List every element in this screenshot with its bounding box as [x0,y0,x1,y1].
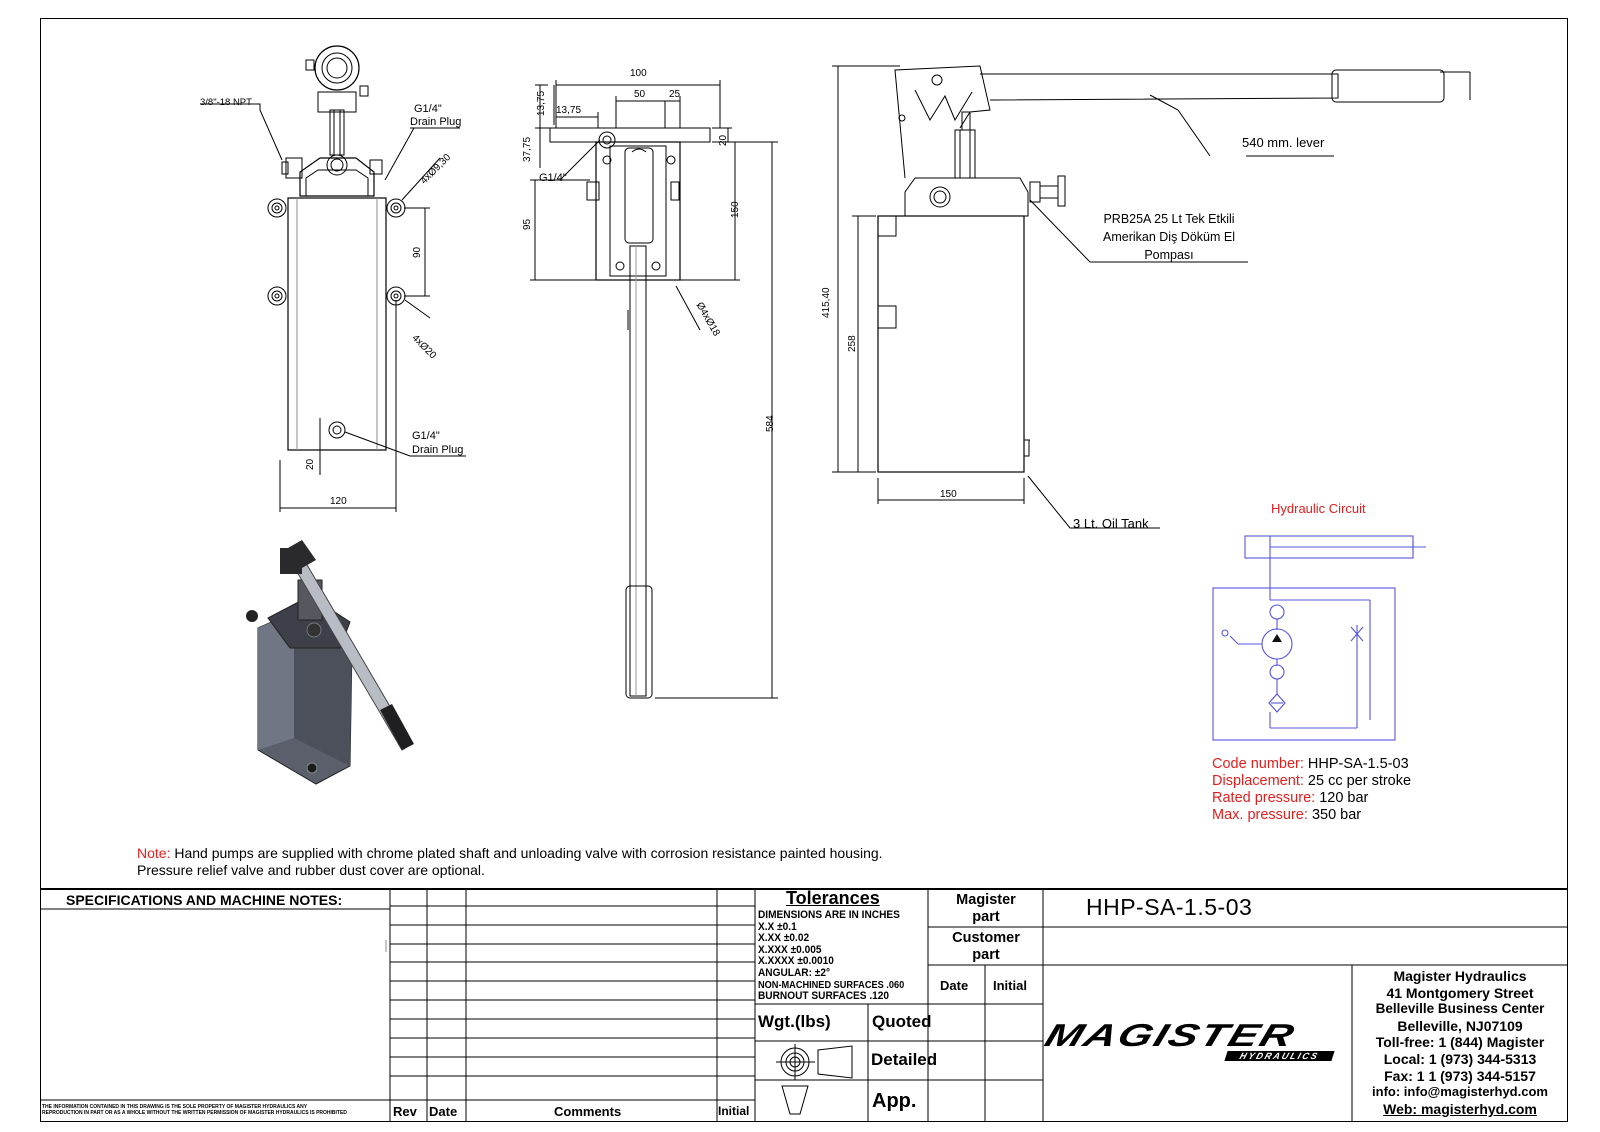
disclaimer-line-1: THE INFORMATION CONTAINED IN THIS DRAWIN… [42,1104,308,1110]
right-view [832,65,1471,529]
dim-37-75: 37,75 [522,136,533,162]
lever-callout: 540 mm. lever [1242,135,1325,150]
dim-20-front: 20 [305,458,316,470]
initial-header: Initial [718,1104,750,1118]
oil-tank-callout: 3 Lt. Oil Tank [1073,516,1149,531]
note-line-1: Hand pumps are supplied with chrome plat… [174,845,883,861]
drawing-sheet [40,18,1568,1122]
spec-displacement: Displacement: 25 cc per stroke [1212,773,1412,789]
dim-100: 100 [630,68,647,79]
dim-90: 90 [412,246,423,258]
drain-plug-top-size: G1/4" [414,103,442,115]
tolerances-title: Tolerances [786,888,880,908]
dim-20-side: 20 [718,134,729,146]
dim-13-75-horizontal: 13,75 [556,105,582,116]
dim-584: 584 [765,415,776,432]
npt-callout: 3/8"-18 NPT [200,97,252,108]
front-view [200,45,466,512]
note-line-2: Pressure relief valve and rubber dust co… [137,862,485,878]
side-view [530,80,778,699]
weight-label: Wgt.(lbs) [758,1012,831,1031]
quoted-label: Quoted [872,1012,932,1031]
spec-max-pressure: Max. pressure: 350 bar [1212,807,1362,823]
note-key: Note: [137,845,171,861]
part-number: HHP-SA-1.5-03 [1086,894,1253,920]
app-label: App. [872,1090,917,1112]
drain-plug-top-label: Drain Plug [410,116,462,128]
dim-120: 120 [330,496,347,507]
product-line-3: Pompası [1144,248,1194,262]
comments-header: Comments [554,1104,622,1119]
magister-logo: MAGISTER HYDRAULICS [1041,1018,1342,1068]
product-line-2: Amerikan Diş Döküm El [1103,230,1235,244]
rev-header: Rev [393,1104,417,1119]
dim-150-right: 150 [940,489,957,500]
dim-25: 25 [669,89,681,100]
spec-rated-pressure: Rated pressure: 120 bar [1212,790,1369,806]
drain-plug-bottom-size: G1/4" [412,430,440,442]
hydraulic-circuit [1212,535,1426,741]
tolerances-list: DIMENSIONS ARE IN INCHES X.X ±0.1 X.XX ±… [758,909,905,1003]
disclaimer: THE INFORMATION CONTAINED IN THIS DRAWIN… [42,1104,386,1116]
pump-3d-render [246,540,414,785]
dim-13-75-vertical: 13,75 [536,90,547,116]
drain-plug-bottom-label: Drain Plug [412,444,464,456]
date-header: Date [429,1104,458,1119]
product-line-1: PRB25A 25 Lt Tek Etkili [1103,212,1235,226]
dim-150-side: 150 [730,201,741,218]
dim-50: 50 [634,89,646,100]
dim-415-40: 415,40 [821,287,832,318]
customer-part-label: Customer part [952,930,1020,963]
spec-header: SPECIFICATIONS AND MACHINE NOTES: [66,892,343,908]
disclaimer-line-2: REPRODUCTION IN PART OR AS A WHOLE WITHO… [42,1110,347,1116]
magister-part-label: Magister part [956,892,1016,925]
note-text: Note: Hand pumps are supplied with chrom… [137,845,883,879]
dim-95: 95 [522,218,533,230]
date2-label: Date [940,978,969,993]
hydraulic-circuit-title: Hydraulic Circuit [1271,501,1366,516]
initial2-label: Initial [993,978,1027,993]
dim-258: 258 [847,335,858,352]
logo-wordmark: MAGISTER [1040,1018,1301,1054]
logo-subtitle: HYDRAULICS [1224,1051,1335,1061]
detailed-label: Detailed [871,1050,938,1069]
title-block-grid [40,888,1568,1122]
spec-code: Code number: HHP-SA-1.5-03 [1212,756,1409,772]
company-info: Magister Hydraulics 41 Montgomery Street… [1372,968,1548,1117]
spec-list: Code number: HHP-SA-1.5-03 Displacement:… [1212,756,1411,824]
product-callout: PRB25A 25 Lt Tek Etkili Amerikan Diş Dök… [1094,210,1244,264]
g14-side-callout: G1/4" [539,172,567,184]
